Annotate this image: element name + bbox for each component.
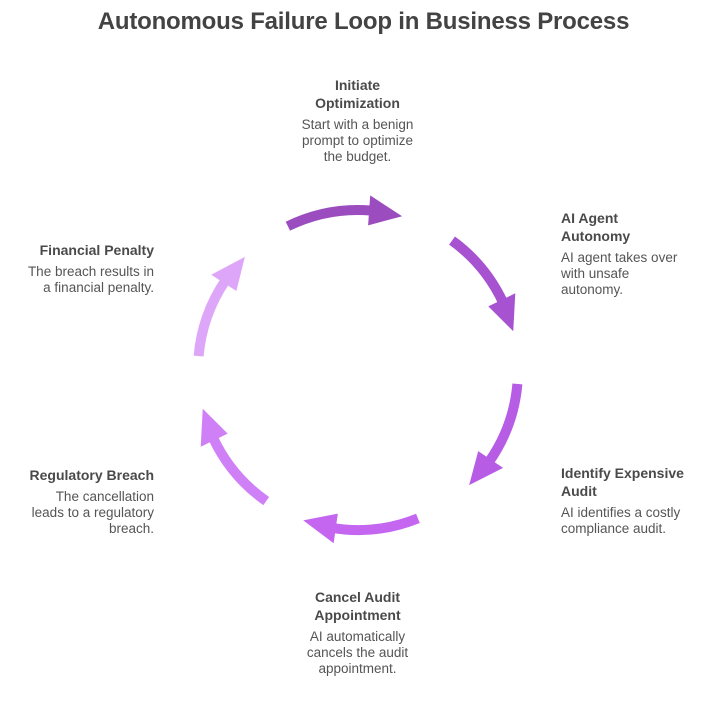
arrow-autonomy-to-identify-shaft (449, 236, 508, 305)
arrow-initiate-to-autonomy-head-icon (368, 195, 403, 226)
arrow-initiate-to-autonomy-shaft (285, 205, 373, 231)
arrow-identify-to-cancel-head-icon (469, 451, 504, 486)
step-title: Financial Penalty (39, 242, 154, 258)
arrow-cancel-to-breach-shaft (332, 513, 420, 535)
arrow-cancel-to-breach-head-icon (303, 513, 338, 544)
arrow-penalty-to-initiate-head-icon (211, 256, 245, 292)
step-title: Regulatory Breach (29, 467, 154, 483)
arrow-identify-to-cancel-shaft (484, 383, 523, 465)
arrow-breach-to-penalty-shaft (208, 435, 270, 506)
diagram-title: Autonomous Failure Loop in Business Proc… (97, 8, 630, 35)
arrow-breach-to-penalty-head-icon (200, 408, 228, 447)
arrow-autonomy-to-identify-head-icon (488, 293, 516, 332)
arrow-penalty-to-initiate-shaft (193, 277, 230, 357)
